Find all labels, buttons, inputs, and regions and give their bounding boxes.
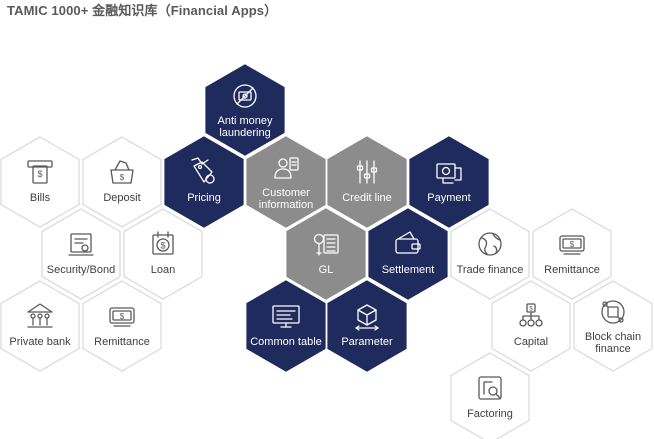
ledger-icon xyxy=(313,233,339,256)
hex-factoring[interactable]: Factoring xyxy=(450,352,530,439)
hex-label: Deposit xyxy=(103,192,140,204)
hex-shape xyxy=(286,208,366,300)
svg-text:$: $ xyxy=(570,240,575,249)
hex-label: Anti money xyxy=(217,115,273,127)
hex-shape xyxy=(82,136,162,228)
bank-people-icon xyxy=(27,303,53,328)
hex-label: Factoring xyxy=(467,408,513,420)
hex-label: Trade finance xyxy=(457,264,524,276)
hex-shape xyxy=(0,136,80,228)
deposit-icon: $ xyxy=(110,160,134,184)
hex-shape xyxy=(368,208,448,300)
hex-common-table[interactable]: Common table xyxy=(246,280,326,372)
hex-label: Customer xyxy=(262,187,310,199)
wallet-icon xyxy=(395,231,421,254)
hex-pricing[interactable]: Pricing xyxy=(164,136,244,228)
payment-icon xyxy=(436,163,462,184)
cash-icon: $ xyxy=(559,235,585,255)
hex-credit-line[interactable]: Credit line xyxy=(327,136,407,228)
svg-text:$: $ xyxy=(120,173,125,182)
hex-shape xyxy=(450,352,530,439)
hex-label: Security/Bond xyxy=(47,264,115,276)
hex-label: Settlement xyxy=(382,264,435,276)
hex-payment[interactable]: Payment xyxy=(409,136,489,228)
hex-label: Block chain xyxy=(585,331,641,343)
hex-bills[interactable]: $ Bills xyxy=(0,136,80,228)
hex-label: Capital xyxy=(514,336,548,348)
hex-shape xyxy=(246,136,326,228)
blockchain-icon xyxy=(601,300,625,324)
hex-label: Loan xyxy=(151,264,175,276)
hex-label: Parameter xyxy=(341,336,393,348)
hex-trade-finance[interactable]: Trade finance xyxy=(450,208,530,300)
hex-loan[interactable]: $ Loan xyxy=(123,208,203,300)
hex-shape xyxy=(0,280,80,372)
svg-text:$: $ xyxy=(160,241,165,251)
sliders-icon xyxy=(356,160,378,184)
hex-shape xyxy=(409,136,489,228)
cash-icon: $ xyxy=(109,307,135,327)
hex-label: information xyxy=(259,199,313,211)
hex-label: Pricing xyxy=(187,192,221,204)
hex-label: Remittance xyxy=(94,336,150,348)
hex-gl[interactable]: GL xyxy=(286,208,366,300)
box-icon xyxy=(355,304,379,331)
hex-label: GL xyxy=(319,264,334,276)
hex-label: laundering xyxy=(219,127,270,139)
hex-settlement[interactable]: Settlement xyxy=(368,208,448,300)
atm-bill-icon: $ xyxy=(27,160,53,184)
svg-text:$: $ xyxy=(529,307,533,313)
svg-text:$: $ xyxy=(37,169,42,179)
ban-icon xyxy=(233,84,257,108)
globe-icon xyxy=(478,232,502,256)
bond-icon xyxy=(68,233,94,256)
hex-label: Private bank xyxy=(9,336,71,348)
hex-shape xyxy=(573,280,653,372)
hex-shape xyxy=(205,64,285,156)
customer-icon xyxy=(274,157,299,179)
svg-text:$: $ xyxy=(120,312,125,321)
hex-shape xyxy=(450,208,530,300)
page-title: TAMIC 1000+ 金融知识库（Financial Apps） xyxy=(7,3,278,18)
hex-shape xyxy=(41,208,121,300)
hex-security-bond[interactable]: Security/Bond xyxy=(41,208,121,300)
hex-capital[interactable]: $ Capital xyxy=(491,280,571,372)
hex-private-bank[interactable]: Private bank xyxy=(0,280,80,372)
hex-label: Payment xyxy=(427,192,470,204)
hex-label: Credit line xyxy=(342,192,392,204)
hex-shape xyxy=(327,280,407,372)
price-tag-icon xyxy=(191,157,215,184)
factoring-icon xyxy=(478,376,502,400)
loan-icon: $ xyxy=(152,231,174,255)
hex-remittance-right[interactable]: $ Remittance xyxy=(532,208,612,300)
network-icon: $ xyxy=(519,303,543,327)
hex-label: Remittance xyxy=(544,264,600,276)
hex-label: Common table xyxy=(250,336,322,348)
hex-label: finance xyxy=(595,343,630,355)
hex-parameter[interactable]: Parameter xyxy=(327,280,407,372)
hex-remittance-left[interactable]: $ Remittance xyxy=(82,280,162,372)
monitor-icon xyxy=(272,305,300,328)
hex-label: Bills xyxy=(30,192,51,204)
hex-deposit[interactable]: $ Deposit xyxy=(82,136,162,228)
